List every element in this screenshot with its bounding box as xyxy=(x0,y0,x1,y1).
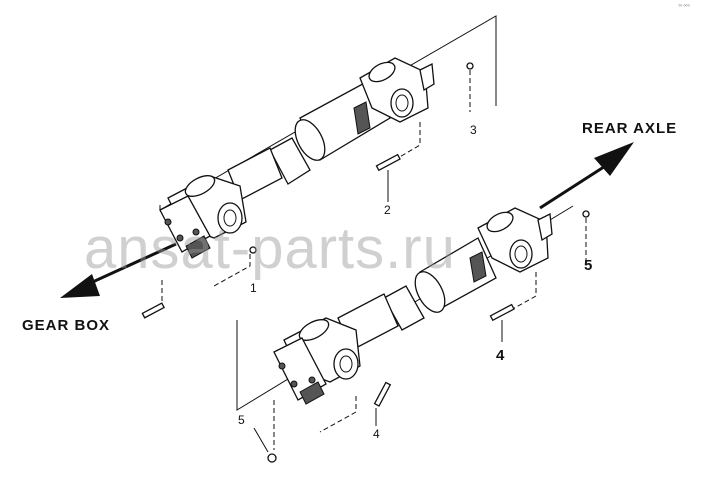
rear-axle-label: REAR AXLE xyxy=(582,120,677,137)
corner-code: ᵀ⁰ ⁰⁰⁰ xyxy=(678,4,690,10)
upper-hardware xyxy=(141,62,474,319)
bolt-item-4-small xyxy=(373,381,392,407)
watermark: ansat-parts.ru xyxy=(84,216,456,281)
callout-3: 3 xyxy=(470,123,477,137)
upper-flange xyxy=(159,195,211,253)
callout-5-small: 5 xyxy=(238,413,245,427)
upper-drive-shaft xyxy=(159,57,435,259)
arrow-head-rear xyxy=(594,142,634,176)
callout-4-small: 4 xyxy=(373,427,380,441)
nut-item-5-large xyxy=(582,210,590,218)
nut-item-5-small xyxy=(267,453,277,463)
lower-tube-marking xyxy=(469,251,487,283)
upper-bolt-guide-1 xyxy=(213,254,251,287)
arrow-head-gear xyxy=(60,274,100,298)
callout-4-large: 4 xyxy=(496,347,505,364)
bolt-item-4-large xyxy=(489,303,515,322)
upper-tube-marking xyxy=(353,101,371,135)
callout-5-large: 5 xyxy=(584,257,592,274)
upper-tube-break xyxy=(269,137,311,185)
gear-box-label: GEAR BOX xyxy=(22,317,110,334)
rear-axle-arrow xyxy=(539,142,634,210)
lower-drive-shaft xyxy=(273,207,553,405)
nut-item-1 xyxy=(249,246,257,254)
gear-box-arrow xyxy=(60,242,177,298)
callout-1: 1 xyxy=(250,281,257,295)
nut-item-3 xyxy=(466,62,474,70)
bolt-gear-side xyxy=(141,302,165,319)
lower-tube-break xyxy=(383,285,425,331)
callout-2: 2 xyxy=(384,203,391,217)
bolt-item-2 xyxy=(375,153,401,172)
lower-hardware xyxy=(253,210,590,463)
lower-bolt-guide-small xyxy=(319,396,357,433)
